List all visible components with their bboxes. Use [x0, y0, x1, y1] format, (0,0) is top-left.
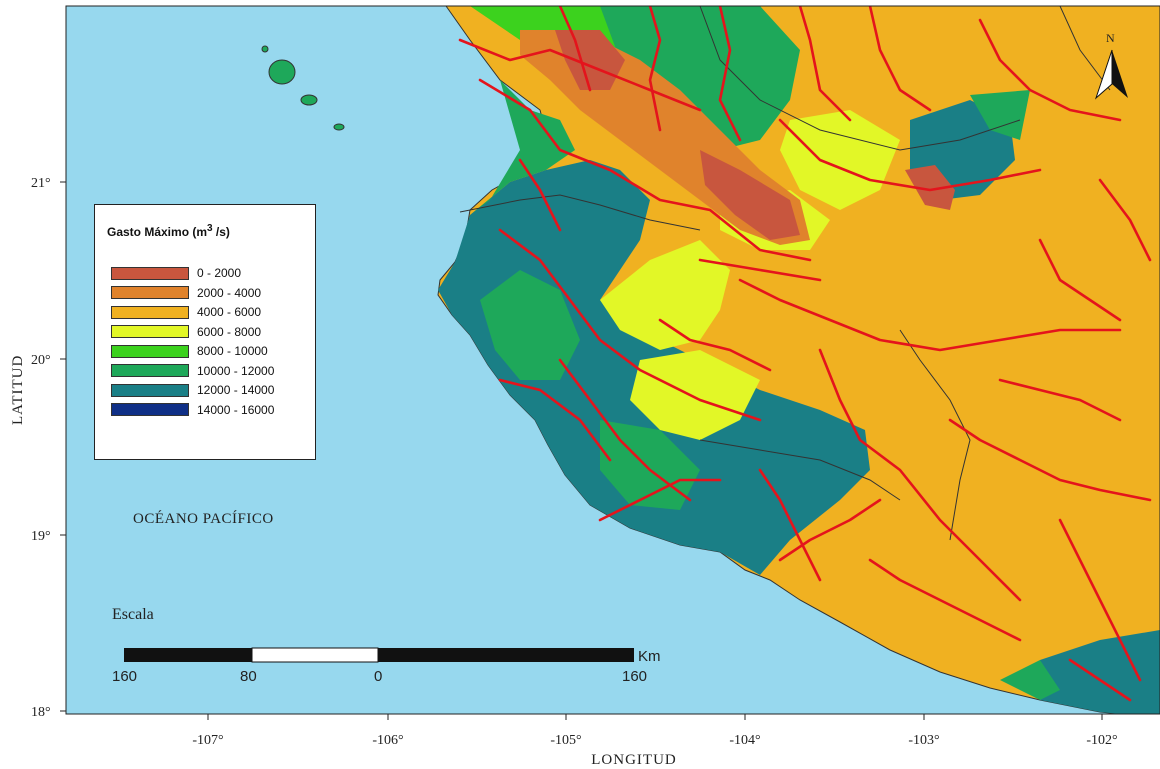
x-axis-title: LONGITUD [591, 752, 676, 768]
legend-item: 4000 - 6000 [111, 304, 261, 320]
coastal-zone-green [470, 80, 575, 215]
x-tick-label: -105° [550, 733, 581, 748]
island [333, 123, 345, 131]
legend-label: 12000 - 14000 [197, 383, 275, 397]
legend-title-end: /s) [212, 225, 230, 239]
legend-swatch [111, 383, 189, 397]
y-tick-label: 20° [31, 353, 51, 368]
island [261, 45, 269, 53]
legend-item: 14000 - 16000 [111, 402, 274, 418]
legend-label: 10000 - 12000 [197, 363, 275, 378]
legend-swatch [111, 305, 189, 319]
y-axis-ticks [60, 181, 66, 712]
scale-label: 160 [622, 668, 648, 685]
legend-item: 6000 - 8000 [111, 324, 261, 340]
x-tick-label: -104° [729, 733, 760, 748]
zone-green-ne [970, 90, 1030, 140]
legend-label: 4000 - 6000 [197, 305, 262, 319]
x-tick-label: -106° [372, 733, 403, 748]
zone-yellow-1 [600, 240, 730, 350]
island [268, 59, 296, 85]
y-axis-title: LATITUD [10, 355, 26, 425]
scale-label: 0 [374, 668, 383, 685]
coastal-zone-green-2 [480, 270, 580, 380]
zone-very-low-flow-2 [700, 150, 800, 240]
legend-label: 8000 - 10000 [197, 344, 268, 358]
zone-yellow-2 [630, 350, 760, 440]
y-tick-label: 21° [31, 176, 51, 191]
legend-label: 6000 - 8000 [197, 324, 262, 339]
scale-label: 80 [240, 668, 257, 685]
north-label: N [1106, 31, 1115, 45]
legend-item: 0 - 2000 [111, 265, 241, 281]
y-tick-label: 18° [31, 705, 51, 720]
zone-teal-se [1040, 630, 1160, 714]
legend-swatch [111, 286, 189, 299]
ocean-label: OCÉANO PACÍFICO [133, 511, 274, 527]
legend-item: 2000 - 4000 [111, 285, 261, 301]
x-tick-label: -103° [908, 733, 939, 748]
legend-label: 2000 - 4000 [197, 285, 262, 300]
legend-title-text: Gasto Máximo (m [107, 225, 208, 239]
legend-swatch [111, 325, 189, 338]
rivers [458, 6, 1152, 702]
x-tick-label: -102° [1086, 733, 1117, 748]
zone-green-se [1000, 660, 1060, 700]
zone-very-low-flow [555, 30, 625, 90]
legend-swatch [111, 364, 189, 377]
legend-title-superscript: 3 [207, 223, 213, 234]
state-borders [459, 6, 1111, 541]
zone-yellow-3 [780, 110, 900, 210]
scale-unit: Km [638, 648, 661, 665]
legend-item: 8000 - 10000 [111, 343, 268, 359]
north-zone-teal [600, 6, 800, 150]
legend-swatch [111, 344, 189, 358]
legend-title: Gasto Máximo (m3 /s) [107, 223, 230, 239]
island [300, 94, 318, 106]
x-tick-label: -107° [192, 733, 223, 748]
x-axis-ticks [207, 714, 1103, 720]
y-axis-tick-labels: 21° 20° 19° 18° [31, 176, 51, 720]
north-arrow-icon: N [1094, 31, 1128, 100]
y-tick-label: 19° [31, 529, 51, 544]
legend-label: 14000 - 16000 [197, 402, 275, 417]
legend-swatch [111, 266, 189, 280]
scale-title: Escala [112, 606, 154, 623]
scale-bar [124, 647, 634, 663]
map-frame [65, 5, 1160, 715]
scale-label: 160 [112, 668, 138, 685]
legend-swatch [111, 403, 189, 416]
x-axis-tick-labels: -107° -106° -105° -104° -103° -102° [192, 733, 1117, 748]
legend-item: 12000 - 14000 [111, 382, 274, 398]
legend-label: 0 - 2000 [197, 266, 242, 280]
zone-very-low-flow-3 [905, 165, 955, 210]
legend-item: 10000 - 12000 [111, 363, 274, 379]
legend: Gasto Máximo (m3 /s) 0 - 2000 2000 - 4000… [94, 204, 316, 460]
